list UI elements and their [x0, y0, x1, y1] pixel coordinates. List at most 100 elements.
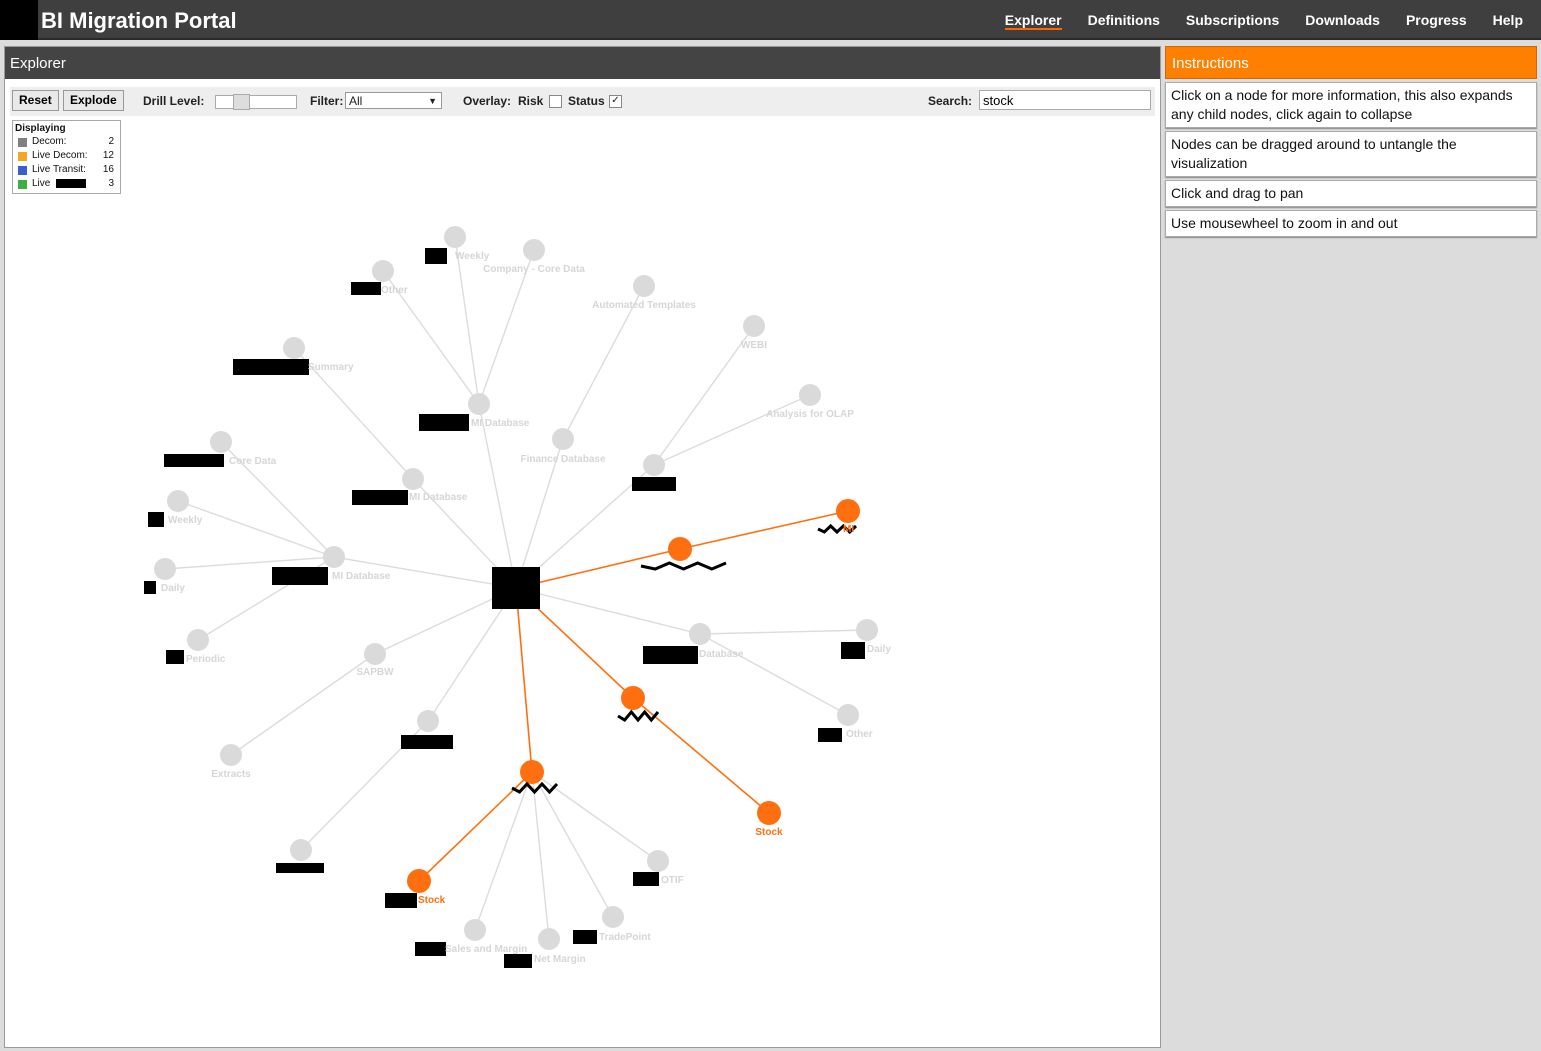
graph-node[interactable]: [856, 619, 878, 641]
graph-node[interactable]: [523, 239, 545, 261]
graph-node[interactable]: [220, 744, 242, 766]
graph-node[interactable]: [538, 928, 560, 950]
legend-label: Live Transit:: [32, 164, 86, 175]
graph-node[interactable]: [633, 275, 655, 297]
network-graph[interactable]: Weekly Company - Core DataOtherAutomated …: [5, 47, 1160, 1047]
graph-node[interactable]: [464, 919, 486, 941]
overlay-label: Overlay:: [463, 94, 512, 108]
highlighted-node[interactable]: [757, 801, 781, 825]
graph-edge: [230, 653, 376, 756]
node-label: Automated Templates: [592, 300, 696, 311]
node-label: SAPBW: [356, 667, 394, 678]
graph-node[interactable]: [323, 546, 345, 568]
graph-node[interactable]: [602, 906, 624, 928]
graph-edge: [699, 633, 849, 716]
redaction: [351, 282, 381, 295]
graph-node[interactable]: [643, 454, 665, 476]
graph-edge: [653, 325, 755, 466]
highlighted-node[interactable]: [520, 760, 544, 784]
status-checkbox[interactable]: ✓: [609, 95, 622, 108]
redaction: [419, 414, 469, 431]
highlighted-node[interactable]: [407, 869, 431, 893]
filter-select[interactable]: All ▼: [345, 92, 442, 109]
graph-node[interactable]: [417, 710, 439, 732]
graph-edge: [515, 587, 701, 635]
status-label: Status: [568, 94, 605, 108]
graph-node[interactable]: [402, 468, 424, 490]
graph-edge: [333, 556, 517, 589]
nav-subscriptions[interactable]: Subscriptions: [1185, 12, 1280, 28]
graph-node[interactable]: [837, 704, 859, 726]
drill-level-slider-thumb[interactable]: [233, 94, 250, 110]
legend-label: Live Decom:: [32, 150, 88, 161]
highlighted-node[interactable]: [836, 499, 860, 523]
redaction: [276, 863, 324, 873]
graph-node[interactable]: [210, 431, 232, 453]
legend: Displaying Decom: 2 Live Decom: 12 Live …: [12, 120, 121, 194]
graph-edge: [653, 394, 811, 466]
graph-node[interactable]: [647, 850, 669, 872]
graph-node[interactable]: [364, 643, 386, 665]
graph-edge: [382, 270, 480, 405]
root-node[interactable]: [492, 567, 540, 609]
graph-edge: [562, 285, 645, 440]
legend-item-decom: Decom: 2: [18, 136, 118, 149]
graph-node[interactable]: [372, 260, 394, 282]
node-label: Finance Database: [520, 454, 605, 465]
graph-node[interactable]: [468, 393, 490, 415]
redaction: [504, 954, 532, 968]
explode-button[interactable]: Explode: [63, 90, 124, 111]
graph-node[interactable]: [799, 384, 821, 406]
chevron-down-icon: ▼: [428, 96, 437, 106]
instructions-title: Instructions: [1165, 46, 1537, 79]
graph-node[interactable]: [154, 558, 176, 580]
node-label: Daily: [867, 644, 891, 655]
nav-definitions[interactable]: Definitions: [1087, 12, 1160, 28]
highlighted-edge: [632, 697, 770, 814]
redaction: [144, 581, 156, 594]
highlighted-edge: [679, 510, 849, 550]
graph-node[interactable]: [167, 490, 189, 512]
nav-progress[interactable]: Progress: [1405, 12, 1467, 28]
highlighted-node[interactable]: [621, 686, 645, 710]
highlighted-node-label: Stock: [755, 827, 783, 838]
redaction-scribble: [817, 523, 858, 535]
legend-swatch: [18, 152, 27, 161]
drill-level-slider[interactable]: [215, 94, 297, 110]
legend-count: 16: [102, 164, 114, 175]
risk-checkbox[interactable]: [549, 95, 562, 108]
graph-edge: [531, 771, 550, 940]
node-label: Daily: [161, 583, 185, 594]
node-label: Sales and Margin: [445, 944, 527, 955]
search-input[interactable]: [979, 90, 1151, 110]
nav-downloads[interactable]: Downloads: [1305, 12, 1380, 28]
search-label: Search:: [928, 94, 973, 108]
node-label: Extracts: [211, 769, 251, 780]
graph-node[interactable]: [187, 629, 209, 651]
node-label: MI Database: [471, 418, 530, 429]
node-label: OTIF: [661, 875, 684, 886]
node-label: Other: [381, 285, 408, 296]
node-label: Weekly: [168, 515, 203, 526]
node-label: Company - Core Data: [483, 264, 585, 275]
graph-edge: [474, 771, 533, 931]
graph-node[interactable]: [444, 226, 466, 248]
nav-help[interactable]: Help: [1492, 12, 1523, 28]
risk-label: Risk: [518, 94, 544, 108]
node-label: Database: [699, 649, 744, 660]
reset-button[interactable]: Reset: [12, 90, 59, 111]
graph-node[interactable]: [743, 315, 765, 337]
nav-explorer[interactable]: Explorer: [1004, 0, 1062, 40]
redaction-scribble: [511, 781, 559, 795]
redaction: [818, 728, 842, 742]
graph-node[interactable]: [283, 337, 305, 359]
node-label: Periodic: [186, 654, 226, 665]
node-label: WEBI: [741, 340, 767, 351]
highlighted-node[interactable]: [668, 537, 692, 561]
graph-node[interactable]: [689, 623, 711, 645]
legend-label: Decom:: [32, 136, 67, 147]
graph-node[interactable]: [290, 839, 312, 861]
graph-node[interactable]: [552, 428, 574, 450]
graph-edge: [177, 500, 335, 558]
legend-title: Displaying: [15, 123, 66, 134]
